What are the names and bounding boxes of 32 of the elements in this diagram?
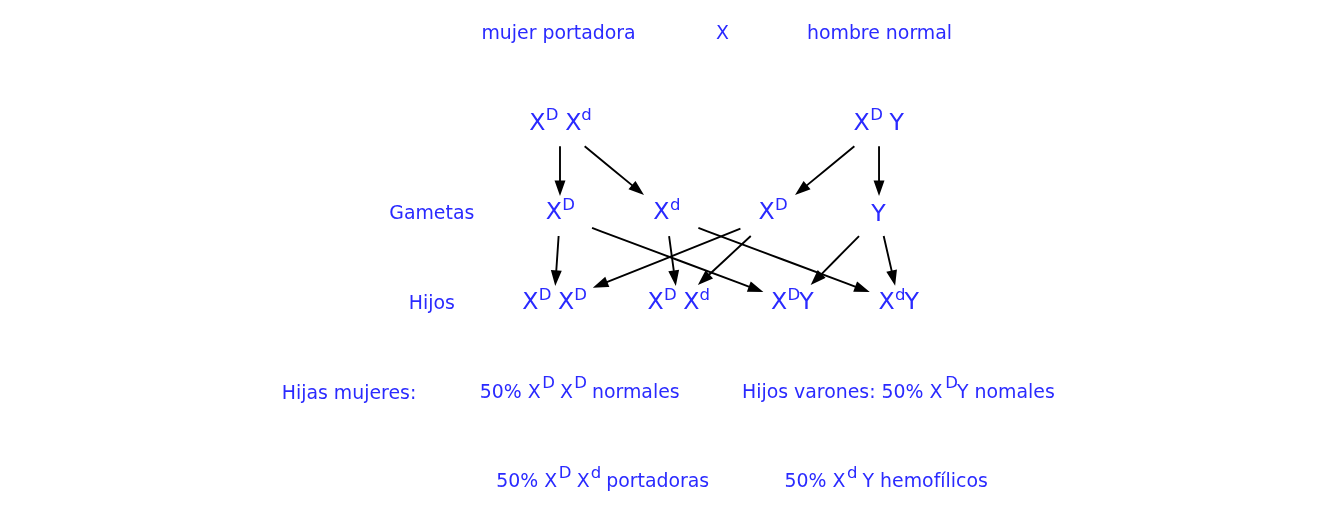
arrow	[554, 144, 565, 196]
label: 50% X$^{D}$ X$^{d}$ portadoras	[495, 462, 709, 491]
node-text: X$^{D}$	[646, 284, 677, 315]
node-text: X$^{D}$ X$^{d}$	[528, 104, 592, 136]
node-text: X$^{d}$Y	[877, 284, 919, 315]
node-text: X$^{D}$ Y	[853, 104, 904, 136]
label: Hijos varones: 50% X$^{D}$Y nomales	[741, 372, 1055, 402]
arrow	[882, 234, 897, 286]
arrow	[873, 144, 884, 196]
label: Hijos	[408, 290, 455, 313]
node-text: X$^{d}$	[682, 284, 710, 315]
node-text: X$^{D}$ X$^{d}$	[545, 194, 680, 225]
label: Hijas mujeres:	[281, 380, 416, 403]
node-text: Y	[870, 198, 886, 227]
arrow	[696, 226, 870, 292]
node-text: X$^{D}$	[758, 194, 788, 225]
arrow	[810, 234, 860, 285]
label: X	[715, 20, 729, 43]
arrow	[667, 234, 679, 286]
node-text: X$^{D}$Y	[770, 284, 814, 315]
arrow	[592, 227, 741, 288]
arrow	[590, 226, 763, 292]
arrow	[697, 234, 752, 285]
label: 50% X$^{d}$ Y hemofílicos	[784, 462, 988, 491]
label: 50% X$^{D}$ X$^{D}$ normales	[479, 372, 680, 402]
arrow	[794, 144, 855, 195]
label: hombre normal	[806, 20, 952, 43]
node-text: X$^{D}$ X$^{D}$	[521, 284, 587, 315]
label: mujer portadora	[480, 20, 636, 43]
label: Gametas	[388, 200, 474, 223]
arrow	[550, 234, 562, 286]
arrow	[583, 144, 644, 195]
